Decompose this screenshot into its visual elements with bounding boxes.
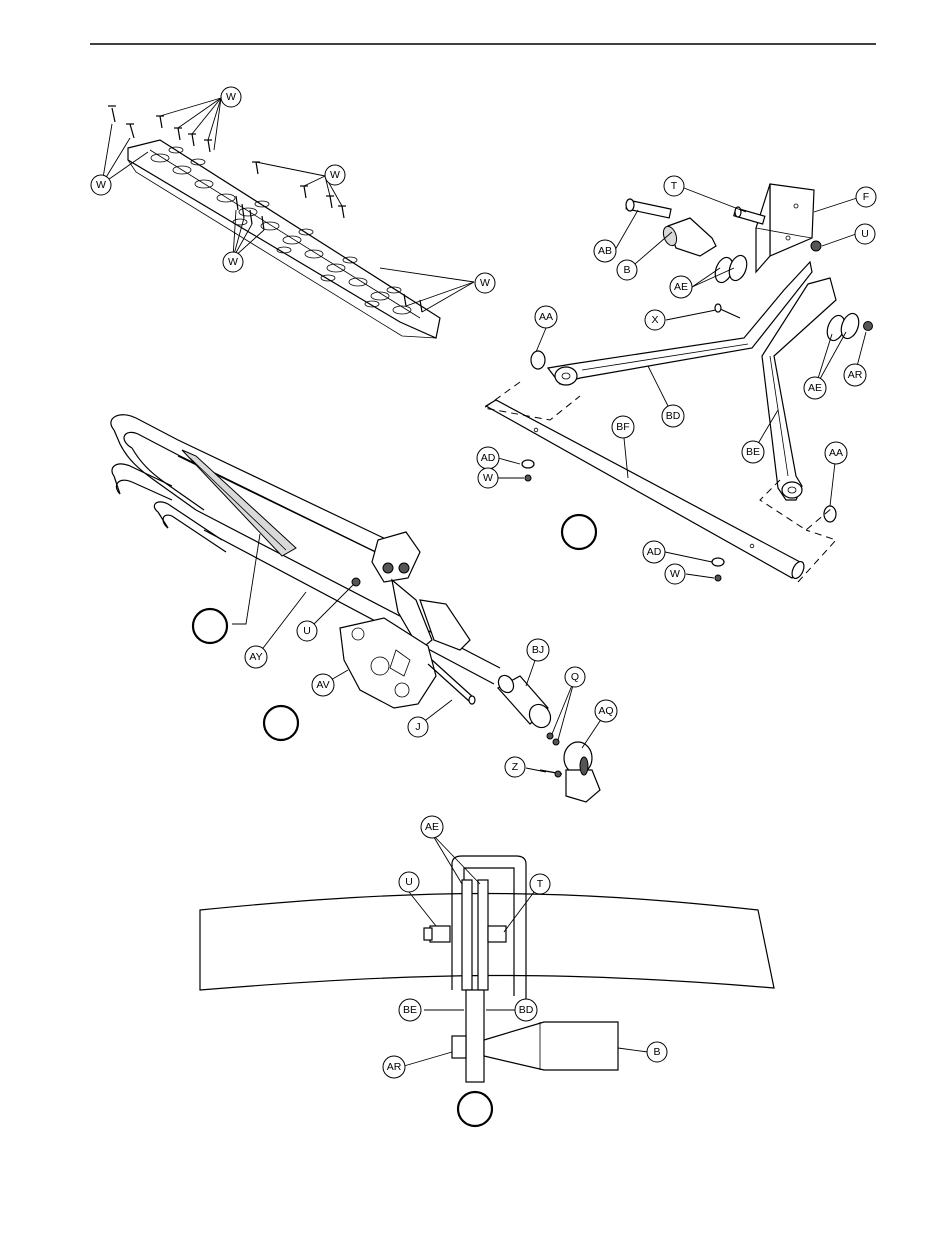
- svg-text:U: U: [405, 876, 413, 888]
- callout-aa-1: AA: [535, 306, 557, 328]
- svg-text:X: X: [651, 314, 658, 326]
- svg-text:T: T: [537, 878, 544, 890]
- svg-text:AY: AY: [249, 651, 262, 663]
- svg-text:BD: BD: [666, 410, 681, 422]
- svg-text:AR: AR: [387, 1061, 402, 1073]
- callout-w-3: W: [325, 165, 345, 185]
- svg-text:U: U: [861, 228, 869, 240]
- callout-u-3: U: [399, 872, 419, 892]
- plate-leader-lines: [102, 98, 474, 312]
- svg-text:W: W: [670, 568, 680, 580]
- svg-text:AE: AE: [808, 382, 822, 394]
- callout-ae-3: AE: [421, 816, 443, 838]
- svg-text:W: W: [330, 169, 340, 181]
- svg-text:BD: BD: [519, 1004, 534, 1016]
- svg-text:BF: BF: [616, 421, 629, 433]
- callout-f: F: [856, 187, 876, 207]
- callout-ad-2: AD: [643, 541, 665, 563]
- callout-bd-1: BD: [662, 405, 684, 427]
- callout-ay: AY: [245, 646, 267, 668]
- callout-ar-2: AR: [383, 1056, 405, 1078]
- svg-text:Q: Q: [571, 671, 579, 683]
- svg-text:AD: AD: [481, 452, 496, 464]
- callout-t: T: [664, 176, 684, 196]
- svg-text:AE: AE: [425, 821, 439, 833]
- svg-text:W: W: [480, 277, 490, 289]
- callout-w-4: W: [223, 252, 243, 272]
- callout-aq: AQ: [595, 700, 617, 722]
- callout-ae-2: AE: [804, 377, 826, 399]
- svg-text:F: F: [863, 191, 869, 203]
- svg-text:U: U: [303, 625, 311, 637]
- footrest-plate-view: [102, 98, 474, 338]
- callout-b-2: B: [647, 1042, 667, 1062]
- svg-text:Z: Z: [512, 761, 519, 773]
- callout-ab: AB: [594, 240, 616, 262]
- callout-w-7: W: [665, 564, 685, 584]
- callout-w-2: W: [91, 175, 111, 195]
- callout-be-2: BE: [399, 999, 421, 1021]
- callout-be-1: BE: [742, 441, 764, 463]
- svg-text:AV: AV: [316, 679, 329, 691]
- callout-x: X: [645, 310, 665, 330]
- svg-text:AD: AD: [647, 546, 662, 558]
- callout-w-5: W: [475, 273, 495, 293]
- svg-text:BE: BE: [746, 446, 760, 458]
- callout-bf: BF: [612, 416, 634, 438]
- callout-w-6: W: [478, 468, 498, 488]
- callout-q: Q: [565, 667, 585, 687]
- callout-av: AV: [312, 674, 334, 696]
- callout-bj: BJ: [527, 639, 549, 661]
- svg-text:B: B: [653, 1046, 660, 1058]
- section-detail-view: [200, 834, 774, 1082]
- svg-text:B: B: [623, 264, 630, 276]
- callout-b-1: B: [617, 260, 637, 280]
- svg-text:AB: AB: [598, 245, 612, 257]
- svg-text:AA: AA: [829, 447, 843, 459]
- callout-j: J: [408, 717, 428, 737]
- callout-ad-1: AD: [477, 447, 499, 469]
- callout-ae-1: AE: [670, 276, 692, 298]
- svg-text:W: W: [228, 256, 238, 268]
- callout-aa-2: AA: [825, 442, 847, 464]
- callout-u-1: U: [855, 224, 875, 244]
- callout-t-2: T: [530, 874, 550, 894]
- svg-text:AR: AR: [848, 369, 863, 381]
- callout-bd-2: BD: [515, 999, 537, 1021]
- svg-text:W: W: [96, 179, 106, 191]
- svg-text:T: T: [671, 180, 678, 192]
- callout-w-1: W: [221, 87, 241, 107]
- callout-u-2: U: [297, 621, 317, 641]
- svg-text:J: J: [415, 721, 420, 733]
- svg-text:BE: BE: [403, 1004, 417, 1016]
- svg-text:AA: AA: [539, 311, 553, 323]
- svg-text:W: W: [226, 91, 236, 103]
- handle-frame-view: [111, 415, 606, 802]
- svg-text:W: W: [483, 472, 493, 484]
- callout-ar-1: AR: [844, 364, 866, 386]
- svg-text:BJ: BJ: [532, 644, 544, 656]
- svg-text:AE: AE: [674, 281, 688, 293]
- svg-text:AQ: AQ: [598, 705, 613, 717]
- callout-z: Z: [505, 757, 525, 777]
